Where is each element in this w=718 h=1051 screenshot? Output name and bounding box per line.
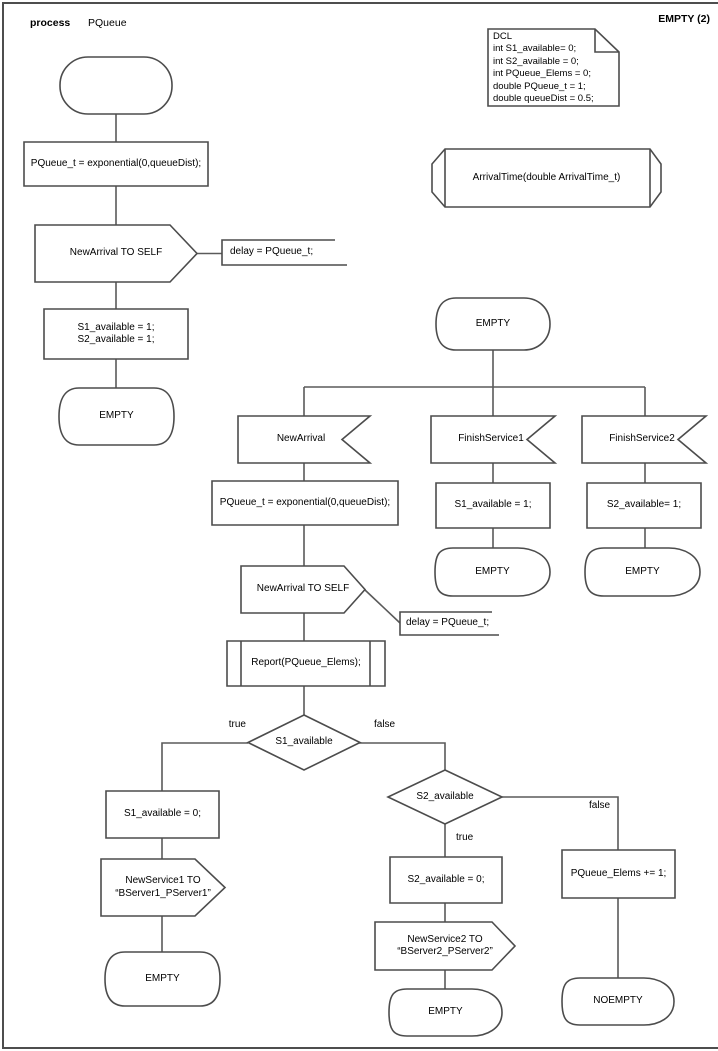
comment-link-line: [365, 590, 400, 623]
false-branch-line: [359, 743, 445, 770]
procedure-decl-shape: [432, 149, 661, 207]
task-init-timer-shape: [24, 142, 208, 186]
false-branch-line: [502, 797, 618, 850]
state-empty-left-shape: [105, 952, 220, 1006]
input-finishservice2-shape: [582, 416, 706, 463]
state-empty-main-shape: [436, 298, 550, 350]
dcl-note-shape: [488, 29, 619, 106]
task-s2-take-shape: [390, 857, 502, 903]
comment-delay-1-bracket: [222, 240, 347, 265]
output-newservice1-shape: [101, 859, 225, 916]
task-s1-free-shape: [436, 483, 550, 528]
task-elems-inc-shape: [562, 850, 675, 898]
decision-s1-shape: [248, 715, 360, 770]
dcl-note-fold: [595, 29, 619, 52]
state-empty-start-shape: [59, 388, 174, 445]
diagram-shapes-layer: [4, 4, 718, 1047]
state-empty-mid-shape: [389, 989, 502, 1036]
task-init-avail-shape: [44, 309, 188, 359]
output-newarrival-self-1-shape: [35, 225, 197, 282]
input-finishservice1-shape: [431, 416, 555, 463]
state-empty-f1-shape: [435, 548, 550, 596]
true-branch-line: [162, 743, 248, 791]
start-symbol: [60, 57, 172, 114]
task-s1-take-shape: [106, 791, 219, 838]
input-newarrival-shape: [238, 416, 370, 463]
output-newarrival-self-2-shape: [241, 566, 365, 613]
comment-delay-2-bracket: [400, 612, 499, 635]
state-noempty-shape: [562, 978, 674, 1025]
output-newservice2-shape: [375, 922, 515, 970]
task-timer-again-shape: [212, 481, 398, 525]
state-empty-f2-shape: [585, 548, 700, 596]
call-report-shape: [227, 641, 385, 686]
decision-s2-shape: [388, 770, 502, 824]
task-s2-free-shape: [587, 483, 701, 528]
